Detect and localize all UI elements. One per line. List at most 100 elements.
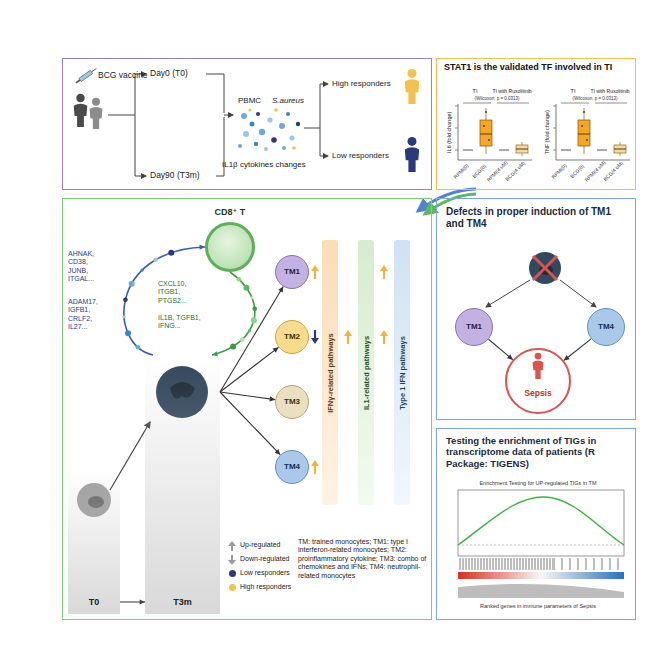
group-label: TI with Ruxolitinib [587,88,633,94]
connector-line [124,247,205,355]
axis-label: Ranked genes in immune parameters of Sep… [446,603,630,610]
arrowhead [507,354,513,359]
tick-label: RPMI(0) [546,158,571,183]
node-text: STAT1 is the validated TF involved in TI [444,62,632,73]
node-text: TM4 [598,322,614,332]
patient-icon [533,353,544,379]
panel: Testing the enrichment of TIGs in transc… [436,428,636,620]
node-text: TM1 [284,267,300,277]
regulation-arrows [380,330,388,344]
vaccination-illustration [206,74,224,113]
arrowhead [564,355,570,360]
cell-dots [286,112,290,116]
node-text: TM3 [284,397,300,407]
connector [122,245,205,355]
cell-dots [248,108,251,111]
cell-dots [241,113,247,119]
sepsis-circle: Sepsis [505,348,571,414]
signal-dot [136,345,141,350]
p-value: (Wilcoxon, p = 0.0313) [558,96,632,101]
node-text: Testing the enrichment of TIGs in transc… [446,435,630,469]
monocyte-cell: TM1 [275,255,309,289]
monocyte-cell: TM4 [587,308,625,346]
connector-line [220,392,280,455]
monocyte-illustration [560,280,596,307]
boxplot [483,125,485,127]
monocyte-illustration [533,256,557,280]
high-responder-icon [405,69,419,104]
low-responder-icon [405,137,419,172]
signal-dot [251,317,257,323]
cell-dots [238,108,300,151]
cell-dots [254,142,258,146]
cell-dots [271,137,277,143]
cell-dots [256,112,260,116]
vaccination-illustration [224,115,233,116]
person-icon [74,94,88,127]
boxplot [480,134,492,135]
signal-dot [153,257,158,262]
cell-dots [267,117,272,122]
pathway-bar: IL1-related pathways [358,240,374,505]
signal-dot [230,343,236,349]
boxplot [516,145,528,153]
tick-label: RPMI(0) [448,158,473,183]
cell-dots [290,136,295,141]
vaccination-illustration [135,115,146,176]
arrowhead [273,347,279,352]
connector [489,339,513,359]
gsea-plot [554,558,624,570]
syringe-icon [75,67,98,85]
signal-dot [248,329,251,332]
signal-dot [125,330,131,336]
gsea-plot [458,558,554,570]
group-label: TI [560,88,586,95]
timepoint-band: T3m [145,355,220,614]
connector [564,339,591,361]
gene-list: AHNAK, CD38, JUNB, ITGAL... [68,250,108,284]
group-label: TI with Ruxolitinib [489,88,535,94]
boxplot [488,139,490,141]
node-text: TM2 [284,332,300,342]
vaccination-illustration [304,128,320,129]
connector [220,287,283,392]
pathway-bar: IFNγ-related pathways [322,240,338,505]
node-text: Day90 (T3m) [150,170,216,180]
gene-list: IL1B, TGFB1, IFNG... [158,314,202,331]
boxplot [553,103,630,160]
signal-dot [243,285,249,291]
pathway-bar: Type 1 IFN pathways [394,240,410,505]
monocyte-illustration [486,280,530,307]
vaccination-illustration [320,128,328,156]
legend-swatch [229,584,236,591]
connector-line [220,347,278,392]
signal-dot [123,297,128,302]
cell-dots [279,123,285,129]
gsea-plot [458,572,624,579]
cell-dots [292,146,296,150]
boxplot [516,149,528,150]
boxplot [499,150,509,151]
boxplot [458,104,532,160]
node-text: Low responders [332,151,398,161]
legend-text: Low responders [240,569,290,577]
node-text: CD8⁺ T [190,207,270,218]
cell-dots [259,129,265,135]
regulation-arrows [311,265,319,279]
boxplot [463,150,473,151]
cell-dots [274,108,278,112]
node-text: Day0 (T0) [150,68,208,78]
gsea-plot [458,497,624,545]
cd8-t-cell: CD8⁺ T [205,222,255,272]
node-text: TM: trained monocytes; TM1: type I inter… [298,538,428,580]
vaccination-illustration [74,67,420,176]
signal-dot [250,296,253,299]
gene-list: CXCL10, ITGB1, PTGS2... [158,280,202,305]
legend-text: Down-regulated [240,555,289,563]
p-value: (Wilcoxon, p = 0.0313) [460,96,534,101]
legend-arrow [228,560,236,565]
syringe-icon [76,80,80,83]
connector-line [212,272,255,355]
legend-arrow-sample [228,555,236,565]
boxplot [485,111,487,113]
